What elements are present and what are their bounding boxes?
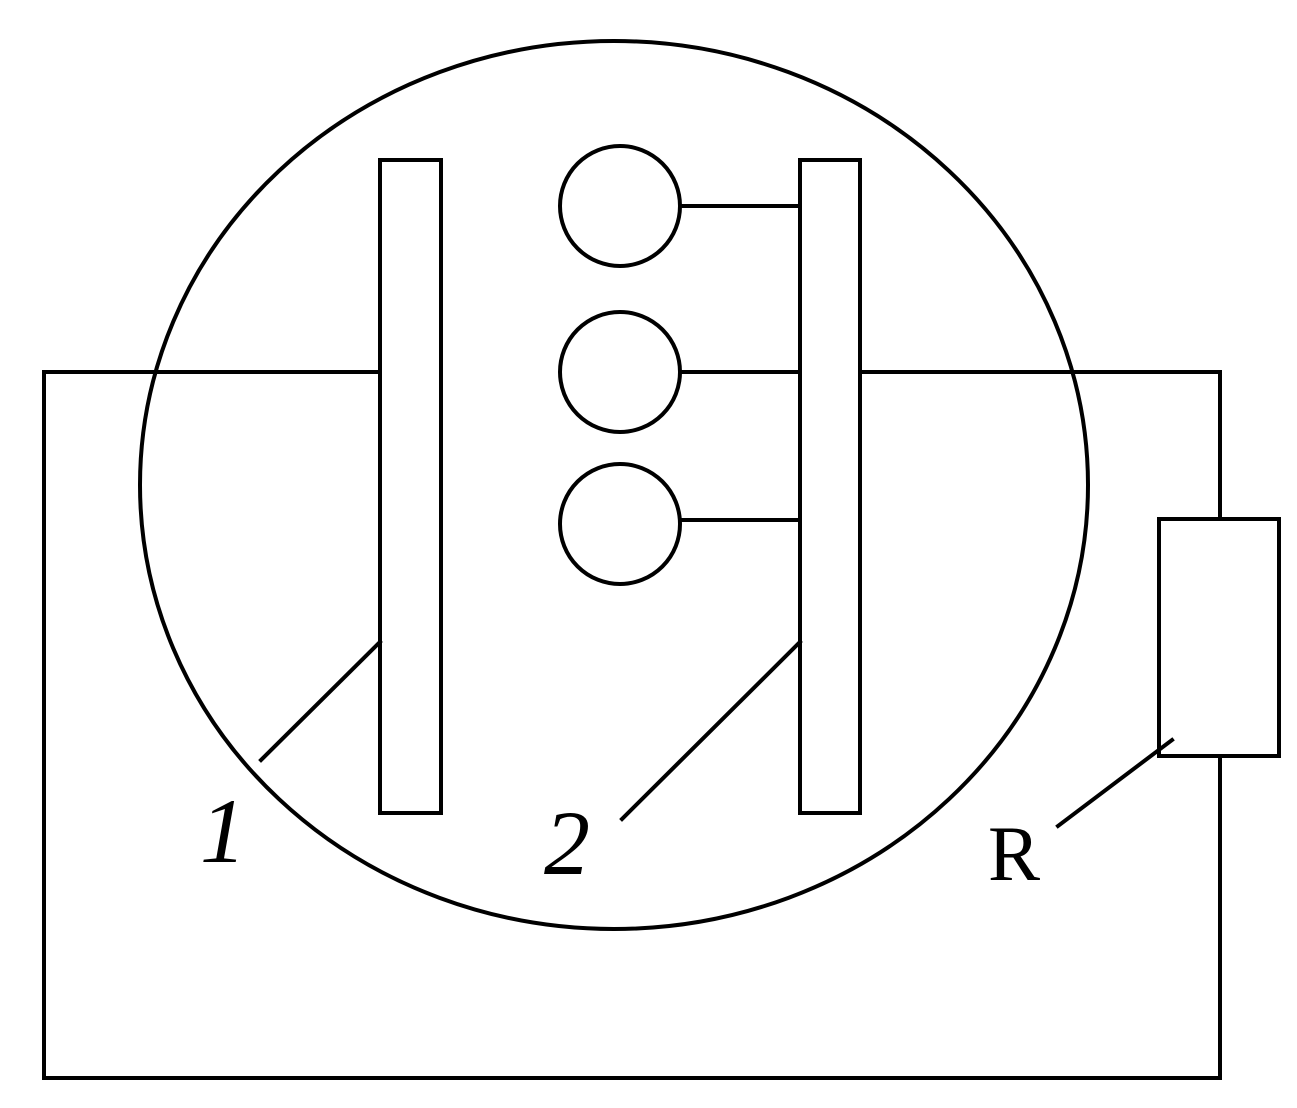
sphere-middle [558,310,682,434]
leader-line-1 [258,639,383,763]
electrode-2-label: 2 [544,792,590,894]
leader-line-r [1055,737,1175,829]
resistor-label: R [988,810,1040,897]
resistor-body [1157,517,1281,758]
electrode-1-label: 1 [200,780,246,882]
electrode-2-plate [798,158,862,815]
sphere-group [558,144,802,586]
sphere-bottom [558,462,682,586]
sphere-top [558,144,682,268]
electrode-1-plate [378,158,443,815]
external-circuit [42,370,1222,1080]
vacuum-tube-envelope [138,39,1090,931]
leader-line-2 [619,639,803,822]
